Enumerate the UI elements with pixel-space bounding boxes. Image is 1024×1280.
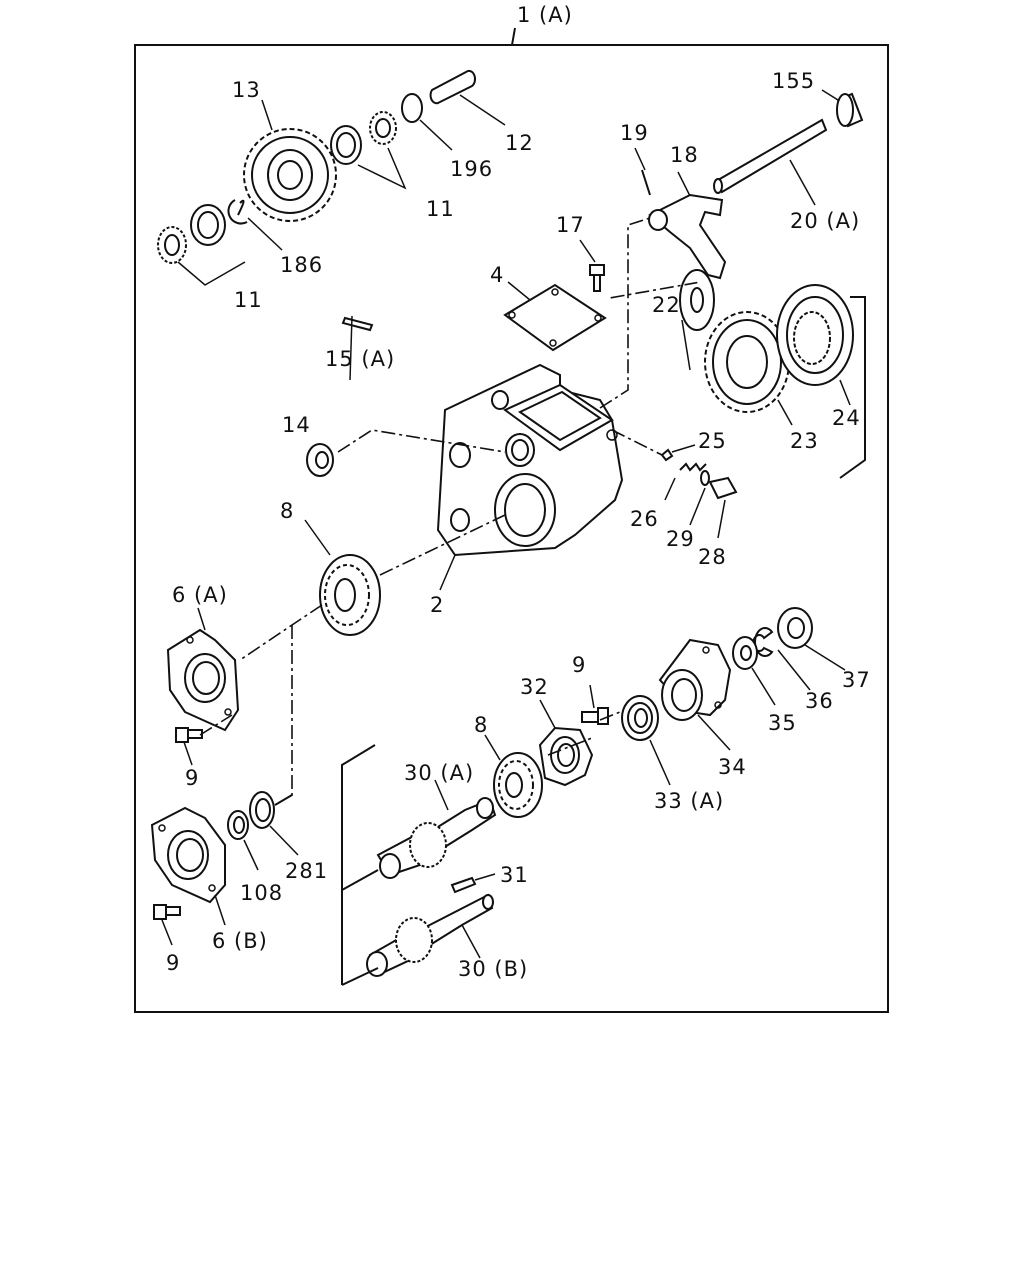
bearing-11-right [330, 111, 397, 165]
spring-26 [679, 462, 707, 472]
callout-35: 35 [768, 711, 797, 735]
callout-2: 2 [430, 593, 444, 617]
callout-25: 25 [698, 429, 727, 453]
cover-6a [166, 628, 240, 732]
callout-32: 32 [520, 675, 549, 699]
callout-30b: 30 (B) [458, 957, 528, 981]
callout-4: 4 [490, 263, 504, 287]
bolt-9-left-lower [153, 904, 181, 920]
callout-20a: 20 (A) [790, 209, 860, 233]
pin-15a [341, 316, 374, 332]
callout-12: 12 [505, 131, 534, 155]
gear-23 [704, 311, 790, 413]
bolt-28 [708, 476, 738, 500]
bolt-9-left-upper [175, 727, 203, 743]
flange-32 [538, 726, 594, 787]
bearing-11-left [157, 204, 226, 264]
callout-8-upper: 8 [280, 499, 294, 523]
callout-14: 14 [282, 413, 311, 437]
callout-6b: 6 (B) [212, 929, 268, 953]
shaft-30a [376, 797, 497, 879]
callout-36: 36 [805, 689, 834, 713]
callout-19: 19 [620, 121, 649, 145]
callout-11-right: 11 [426, 197, 455, 221]
callout-23: 23 [790, 429, 819, 453]
callout-15a: 15 (A) [325, 347, 395, 371]
cover-4 [503, 283, 607, 352]
callout-22: 22 [652, 293, 681, 317]
shaft-20a [713, 118, 828, 194]
snap-ring-108 [227, 810, 249, 840]
bolt-17 [589, 264, 605, 292]
bushing-155 [836, 92, 864, 128]
callout-26: 26 [630, 507, 659, 531]
nut-37 [777, 607, 813, 649]
callout-37: 37 [842, 668, 871, 692]
callout-29: 29 [666, 527, 695, 551]
washer-29 [700, 470, 710, 486]
seal-33a [621, 695, 659, 741]
washer-22 [679, 269, 715, 331]
bearing-14 [306, 443, 334, 477]
sleeve-24 [776, 284, 854, 386]
callout-108: 108 [240, 881, 283, 905]
ring-36 [752, 627, 774, 657]
callout-17: 17 [556, 213, 585, 237]
pin-12 [429, 69, 477, 105]
bolt-9-right [581, 707, 609, 725]
callout-33a: 33 (A) [654, 789, 724, 813]
shaft-30b [366, 893, 494, 977]
key-31 [450, 876, 477, 894]
pin-25 [660, 448, 674, 462]
ring-196 [401, 93, 423, 123]
assembly-label: 1 (A) [517, 3, 573, 27]
bearing-8-lower [493, 752, 543, 818]
cover-6b [150, 806, 226, 904]
assembly-leader [511, 27, 516, 46]
callout-155: 155 [772, 69, 815, 93]
washer-35 [732, 636, 758, 670]
callout-6a: 6 (A) [172, 583, 228, 607]
gear-13 [243, 128, 337, 222]
flange-34 [658, 638, 732, 721]
bearing-8-upper [319, 554, 381, 636]
housing-2 [436, 363, 624, 557]
callout-281: 281 [285, 859, 328, 883]
callout-34: 34 [718, 755, 747, 779]
callout-9-left-upper: 9 [185, 766, 199, 790]
callout-13: 13 [232, 78, 261, 102]
callout-30a: 30 (A) [404, 761, 474, 785]
callout-28: 28 [698, 545, 727, 569]
callout-8-lower: 8 [474, 713, 488, 737]
callout-18: 18 [670, 143, 699, 167]
ring-281 [249, 791, 275, 829]
fork-18 [648, 193, 727, 280]
callout-9-left-lower: 9 [166, 951, 180, 975]
callout-31: 31 [500, 863, 529, 887]
callout-11-left: 11 [234, 288, 263, 312]
callout-186: 186 [280, 253, 323, 277]
callout-24: 24 [832, 406, 861, 430]
callout-9-right: 9 [572, 653, 586, 677]
callout-196: 196 [450, 157, 493, 181]
diagram-frame [134, 44, 889, 1013]
